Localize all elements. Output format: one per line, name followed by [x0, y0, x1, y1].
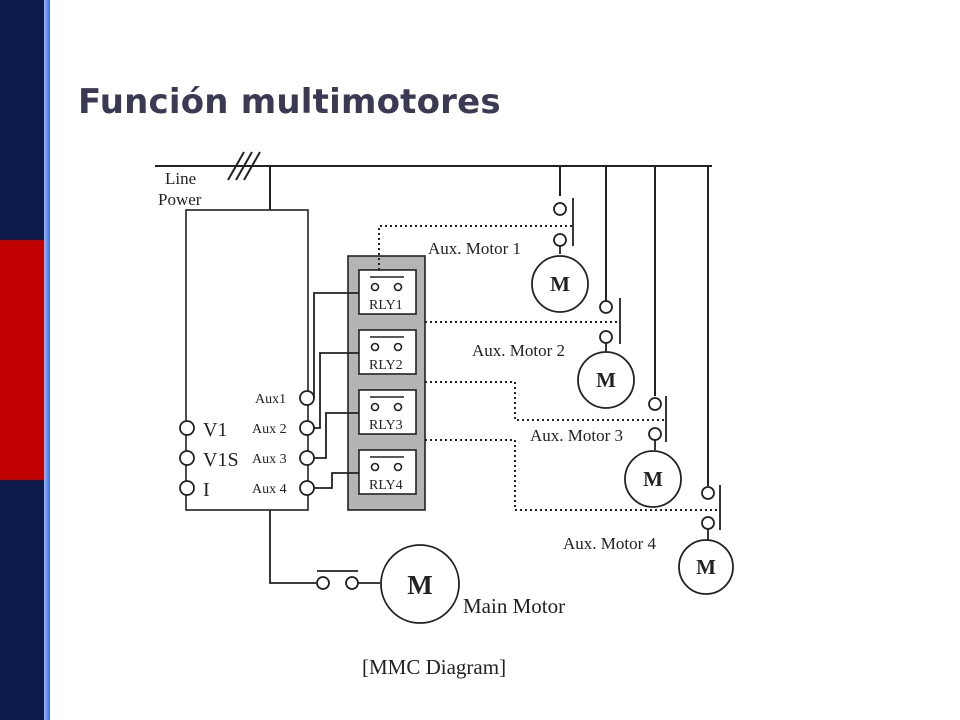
main-contact-left — [316, 576, 330, 590]
motor-symbol: M — [407, 570, 432, 600]
aux-motor-1 — [531, 255, 589, 313]
inverter-box — [185, 209, 309, 511]
relay-rly1 — [358, 269, 417, 315]
motor-symbol: M — [643, 467, 663, 491]
aux-motor-label: Aux. Motor 1 — [428, 239, 521, 258]
control-lines — [378, 225, 718, 511]
terminal-aux2 — [299, 420, 315, 436]
aux-switches — [553, 198, 721, 540]
relay-rly3 — [358, 389, 417, 435]
input-label: V1S — [203, 449, 239, 471]
input-label: I — [203, 479, 210, 501]
power-bus — [155, 151, 712, 486]
aux-motor-3 — [624, 450, 682, 508]
main-motor-label: Main Motor — [463, 594, 565, 618]
terminal-aux3 — [299, 450, 315, 466]
aux-output-label: Aux 2 — [252, 422, 287, 437]
relay-label: RLY1 — [369, 298, 403, 313]
terminal-v1s — [179, 450, 195, 466]
relay-label: RLY2 — [369, 358, 403, 373]
main-contact-right — [345, 576, 359, 590]
diagram-caption: [MMC Diagram] — [362, 655, 506, 679]
aux-motor-label: Aux. Motor 4 — [563, 534, 657, 553]
left-band-top — [0, 0, 44, 240]
left-band-red — [0, 240, 44, 480]
relay-label: RLY4 — [369, 478, 403, 493]
line-power-label-1: Line — [165, 169, 196, 188]
left-band-bottom — [0, 480, 44, 720]
aux-motor-label: Aux. Motor 2 — [472, 341, 565, 360]
relay-label: RLY3 — [369, 418, 403, 433]
aux-output-label: Aux1 — [255, 392, 286, 407]
terminal-i — [179, 480, 195, 496]
aux-motor-2 — [577, 351, 635, 409]
line-power-label-2: Power — [158, 190, 202, 209]
page-title: Función multimotores — [78, 82, 501, 122]
main-motor-wiring — [269, 510, 380, 584]
input-label: V1 — [203, 419, 227, 441]
main-motor — [380, 544, 460, 624]
aux-motor-4 — [678, 539, 734, 595]
terminal-aux1 — [299, 390, 315, 406]
terminal-aux4 — [299, 480, 315, 496]
left-band-stripe — [44, 0, 50, 720]
motor-symbol: M — [596, 368, 616, 392]
relay-wiring — [313, 292, 359, 489]
aux-motor-label: Aux. Motor 3 — [530, 426, 623, 445]
aux-output-label: Aux 4 — [252, 482, 287, 497]
motor-symbol: M — [696, 555, 716, 579]
terminal-v1 — [179, 420, 195, 436]
aux-output-label: Aux 3 — [252, 452, 287, 467]
motor-symbol: M — [550, 272, 570, 296]
